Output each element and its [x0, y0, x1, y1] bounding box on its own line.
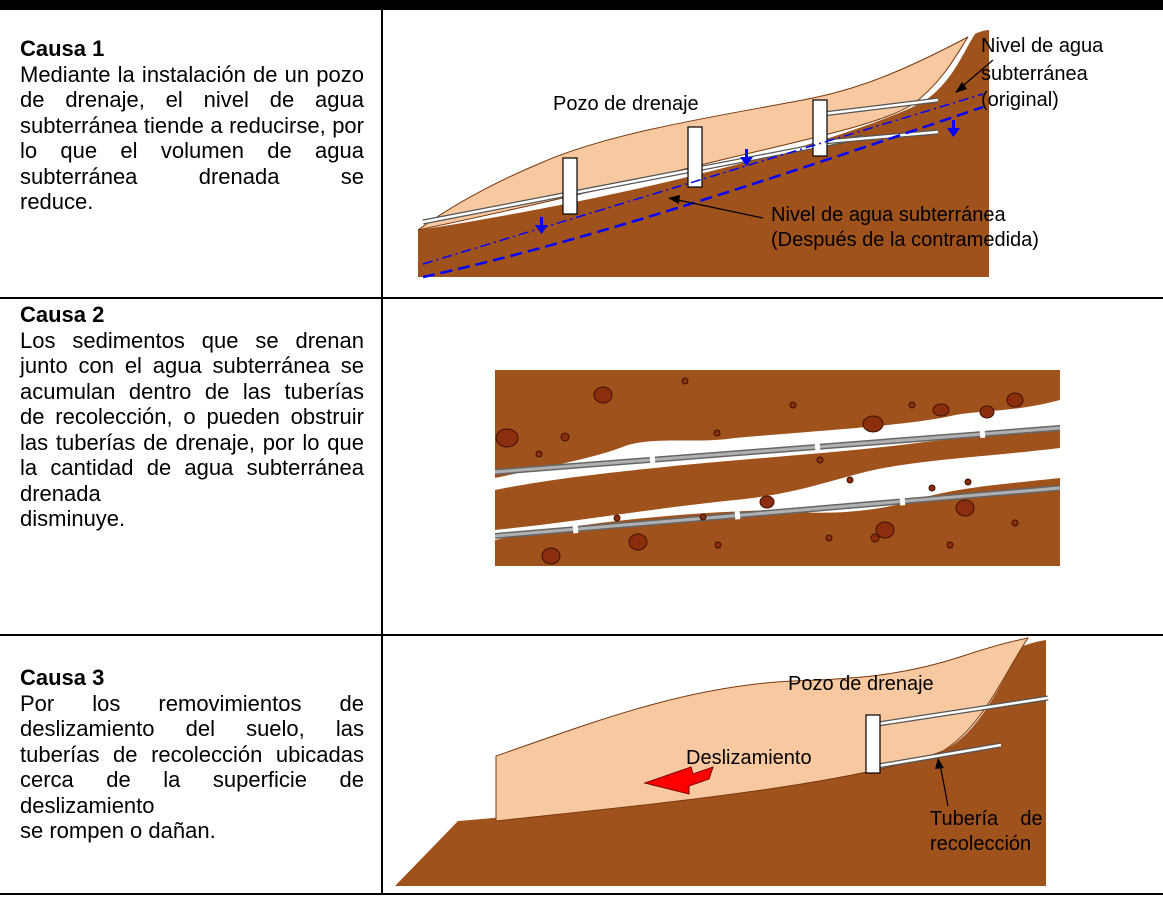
pipe-label-2: recolección: [930, 833, 1031, 855]
cause-3-cell: Causa 3 Por los removimientos de desliza…: [20, 665, 364, 844]
slope-soil-mass: [395, 640, 1046, 886]
after-level-leader-head: [668, 195, 680, 204]
cause-3-description: Por los removimientos de deslizamiento d…: [20, 691, 364, 844]
drain-pipe-middle-inner: [822, 130, 939, 144]
water-gap-upper: [495, 400, 1060, 490]
cause-3-title: Causa 3: [20, 665, 105, 690]
water-gap-lower: [495, 448, 1060, 540]
bottom-rule: [0, 893, 1163, 895]
well-label: Pozo de drenaje: [553, 93, 699, 115]
after-level-label-2: (Después de la contramedida): [771, 229, 1039, 251]
drainage-well-3: [812, 99, 828, 157]
sediment-pebbles: [495, 377, 1024, 565]
water-drop-arrow-2: [740, 149, 753, 166]
drainage-well-groundwater-figure: Pozo de drenaje Nivel de agua subterráne…: [417, 30, 1104, 279]
pipe-label-1: Tubería de: [930, 808, 1043, 830]
column-divider: [381, 10, 383, 895]
drain-pipe-upper-inner: [822, 98, 939, 116]
after-level-label-1: Nivel de agua subterránea: [771, 204, 1006, 226]
after-level-leader: [672, 198, 764, 219]
water-drop-arrow-1: [535, 217, 548, 234]
slope-soil-mass: [418, 30, 989, 277]
cause-3-body-last: se rompen o dañan.: [20, 818, 216, 843]
slide-label: Deslizamiento: [686, 747, 812, 769]
original-level-leader-head: [955, 82, 967, 93]
cause-1-body-last: reduce.: [20, 189, 94, 214]
after-water-level-line: [422, 105, 984, 279]
original-water-level-line: [422, 93, 984, 265]
original-level-label-1: Nivel de agua: [981, 35, 1104, 57]
collection-pipe-lower: [877, 742, 1002, 769]
cause-2-body-last: disminuye.: [20, 506, 126, 531]
landslide-pipe-damage-figure: Pozo de drenaje Deslizamiento Tubería de…: [395, 637, 1049, 886]
cause-2-body-text: Los sedimentos que se drenan junto con e…: [20, 327, 364, 506]
cause-1-description: Mediante la instalación de un pozo de dr…: [20, 62, 364, 215]
drain-pipe-lower-inner: [422, 135, 864, 224]
slide-direction-arrow: [643, 766, 714, 795]
original-level-label-2: subterránea: [981, 63, 1089, 85]
cause-2-description: Los sedimentos que se drenan junto con e…: [20, 328, 364, 532]
original-level-label-3: (original): [981, 89, 1059, 111]
pipe-label-leader: [939, 763, 949, 807]
landslide-mass: [495, 637, 1030, 822]
drainage-well-2: [687, 126, 703, 188]
cause-1-cell: Causa 1 Mediante la instalación de un po…: [20, 36, 364, 215]
pipe-label-leader-head: [935, 758, 944, 769]
cause-3-body-text: Por los removimientos de deslizamiento d…: [20, 690, 364, 818]
collection-pipe-upper: [877, 695, 1049, 727]
row-divider-1: [0, 297, 1163, 299]
collection-pipe-lower: [495, 485, 1060, 539]
well-label: Pozo de drenaje: [788, 673, 934, 695]
sediment-clogging-figure: [495, 370, 1060, 566]
collection-pipe-upper: [495, 425, 1060, 475]
row-divider-2: [0, 634, 1163, 636]
top-rule: [0, 0, 1163, 10]
cause-1-body-text: Mediante la instalación de un pozo de dr…: [20, 61, 364, 189]
drainage-well: [865, 714, 881, 774]
cause-2-cell: Causa 2 Los sedimentos que se drenan jun…: [20, 302, 364, 532]
cause-2-title: Causa 2: [20, 302, 105, 327]
water-drop-arrow-3: [947, 120, 960, 137]
cause-1-title: Causa 1: [20, 36, 105, 61]
drainage-well-1: [562, 157, 578, 215]
